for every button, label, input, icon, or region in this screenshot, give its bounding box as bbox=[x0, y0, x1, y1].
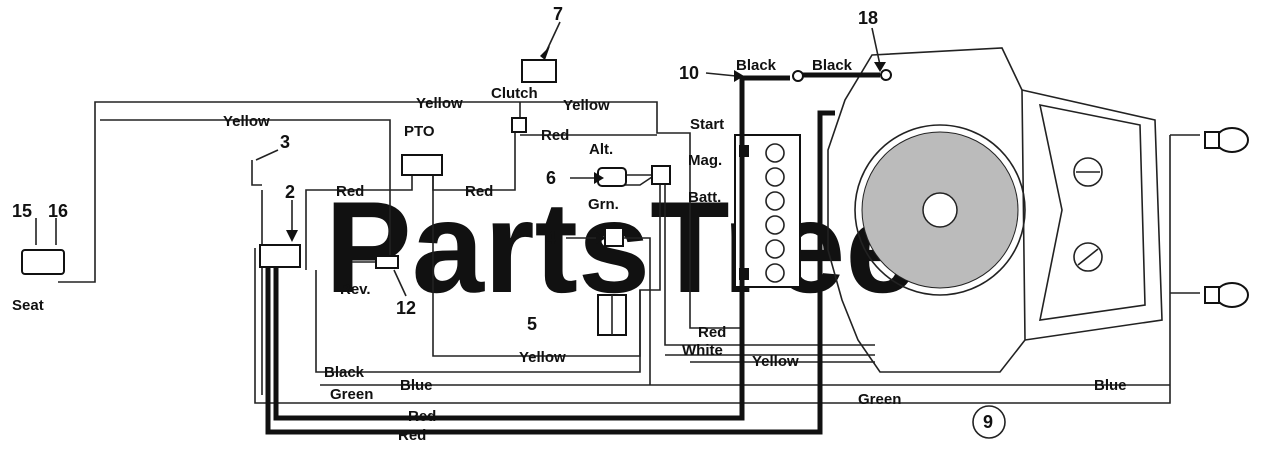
wire-blue-right: Blue bbox=[1094, 377, 1127, 394]
wire-green-lower: Green bbox=[330, 386, 373, 403]
callout-7: 7 bbox=[553, 4, 563, 24]
callout-3: 3 bbox=[280, 132, 290, 152]
lamp-upper-socket bbox=[1204, 131, 1220, 149]
wire-black-engine: Black bbox=[812, 57, 853, 74]
label-batt: Batt. bbox=[688, 189, 721, 206]
ring-terminal-left bbox=[792, 70, 804, 82]
wire-red-lower-right: Red bbox=[698, 324, 726, 341]
callout-10: 10 bbox=[679, 63, 699, 83]
wire-white-lower: White bbox=[682, 342, 723, 359]
callout-9: 9 bbox=[983, 412, 993, 432]
lamp-lower-socket bbox=[1204, 286, 1220, 304]
wire-red-pto-left: Red bbox=[336, 183, 364, 200]
wire-yellow-lower-mid: Yellow bbox=[519, 349, 566, 366]
callout-2: 2 bbox=[285, 182, 295, 202]
part-4 bbox=[604, 227, 624, 247]
callout-15: 15 bbox=[12, 201, 32, 221]
callout-arrows bbox=[35, 21, 1006, 439]
label-seat: Seat bbox=[12, 297, 44, 314]
seat-switch bbox=[21, 249, 65, 275]
wire-yellow-top-left: Yellow bbox=[223, 113, 270, 130]
clutch-connector bbox=[511, 117, 527, 133]
start-terminal bbox=[651, 165, 671, 185]
wire-black-battery: Black bbox=[736, 57, 777, 74]
label-pto: PTO bbox=[404, 123, 435, 140]
callout-9-circle bbox=[972, 405, 1006, 439]
wire-yellow-lower-right: Yellow bbox=[752, 353, 799, 370]
battery bbox=[734, 134, 801, 288]
pto-switch bbox=[401, 154, 443, 176]
label-clutch: Clutch bbox=[491, 85, 538, 102]
label-start: Start bbox=[690, 116, 724, 133]
part-7 bbox=[521, 59, 557, 83]
components bbox=[21, 59, 1249, 336]
callout-5: 5 bbox=[527, 314, 537, 334]
callout-4: 4 bbox=[546, 228, 556, 248]
rev-switch bbox=[375, 255, 399, 269]
wire-green-right: Green bbox=[858, 391, 901, 408]
wire-red-bottom-2: Red bbox=[398, 427, 426, 444]
label-mag: Mag. bbox=[688, 152, 722, 169]
callout-18: 18 bbox=[858, 8, 878, 28]
wire-red-bottom-1: Red bbox=[408, 408, 436, 425]
label-alt: Alt. bbox=[589, 141, 613, 158]
ring-terminal-right bbox=[880, 69, 892, 81]
wire-yellow-top-mid: Yellow bbox=[416, 95, 463, 112]
labels: 7 18 10 3 2 15 16 6 4 5 12 9 Seat Clutch… bbox=[12, 4, 1127, 444]
wire-blue-lower: Blue bbox=[400, 377, 433, 394]
thin-wires bbox=[58, 101, 1200, 404]
thick-wires bbox=[265, 72, 880, 435]
wire-yellow-top-right: Yellow bbox=[563, 97, 610, 114]
wire-red-clutch: Red bbox=[541, 127, 569, 144]
wire-black-lower: Black bbox=[324, 364, 365, 381]
callout-16: 16 bbox=[48, 201, 68, 221]
callout-6: 6 bbox=[546, 168, 556, 188]
callout-12: 12 bbox=[396, 298, 416, 318]
lamp-upper bbox=[1215, 127, 1249, 153]
label-rev: Rev. bbox=[340, 281, 371, 298]
label-grn: Grn. bbox=[588, 196, 619, 213]
solenoid bbox=[259, 244, 301, 268]
engine-housing bbox=[827, 47, 1163, 373]
lamp-lower bbox=[1215, 282, 1249, 308]
wire-red-pto-right: Red bbox=[465, 183, 493, 200]
